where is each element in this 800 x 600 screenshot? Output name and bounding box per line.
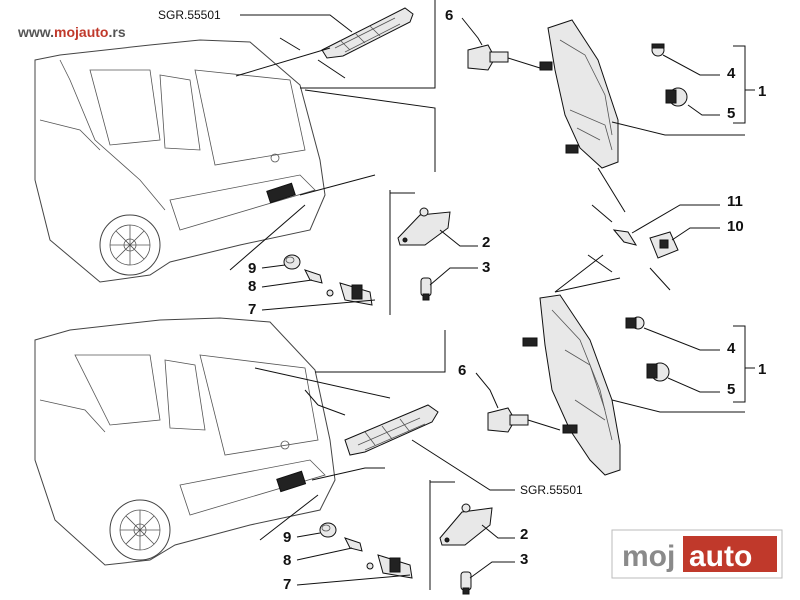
label-1-top: 1 [758, 83, 766, 100]
socket-7-bottom [366, 554, 413, 579]
label-4-top: 4 [727, 65, 736, 82]
logo-part2: auto [689, 540, 752, 573]
label-4-bottom: 4 [727, 340, 736, 357]
label-6-top: 6 [445, 7, 453, 24]
label-2-top: 2 [482, 234, 490, 251]
grommet-9-top [283, 254, 301, 270]
label-2-bottom: 2 [520, 526, 528, 543]
bulb-4-top [651, 43, 665, 57]
clip-8-bottom [344, 537, 363, 552]
label-1-bottom: 1 [758, 361, 766, 378]
mojauto-logo: moj auto [611, 529, 783, 579]
tail-lamp-top [547, 19, 619, 169]
tail-lamp-bottom [539, 294, 621, 476]
socket-7-top [326, 282, 373, 306]
socket-6-bottom [487, 407, 529, 433]
logo-part1: moj [622, 540, 675, 573]
label-11: 11 [727, 193, 743, 210]
license-lamp-top [397, 207, 451, 246]
label-6-bottom: 6 [458, 362, 466, 379]
label-7-bottom: 7 [283, 576, 291, 593]
bulb-3-bottom [460, 571, 472, 595]
bulb-3-top [420, 277, 432, 301]
label-10: 10 [727, 218, 744, 235]
car-bottom-illustration [34, 317, 336, 566]
bulb-5-bottom [646, 362, 670, 382]
connector-10 [649, 231, 679, 259]
label-5-top: 5 [727, 105, 735, 122]
svg-text:www.mojauto.rs: www.mojauto.rs [17, 24, 126, 40]
watermark-prefix: www. [17, 24, 54, 40]
watermark-brand: mojauto [54, 24, 108, 40]
label-5-bottom: 5 [727, 381, 735, 398]
label-7-top: 7 [248, 301, 256, 318]
bulb-5-top [665, 87, 688, 107]
label-9-bottom: 9 [283, 529, 291, 546]
sgr-label-bottom: SGR.55501 [520, 483, 583, 497]
label-9-top: 9 [248, 260, 256, 277]
bulb-4-bottom [625, 316, 645, 330]
label-3-top: 3 [482, 259, 490, 276]
grommet-9-bottom [319, 522, 337, 538]
terminal-11 [612, 229, 638, 246]
label-8-bottom: 8 [283, 552, 291, 569]
label-3-bottom: 3 [520, 551, 528, 568]
sgr-bracket-top [321, 7, 414, 59]
sgr-bracket-bottom [344, 404, 439, 456]
socket-6-top [467, 44, 509, 71]
site-watermark: www.mojauto.rs [17, 24, 126, 40]
sgr-label-top: SGR.55501 [158, 8, 221, 22]
car-top-illustration [34, 39, 326, 283]
license-lamp-bottom [439, 503, 493, 546]
label-8-top: 8 [248, 278, 256, 295]
clip-8-top [304, 269, 323, 284]
watermark-suffix: .rs [109, 24, 126, 40]
